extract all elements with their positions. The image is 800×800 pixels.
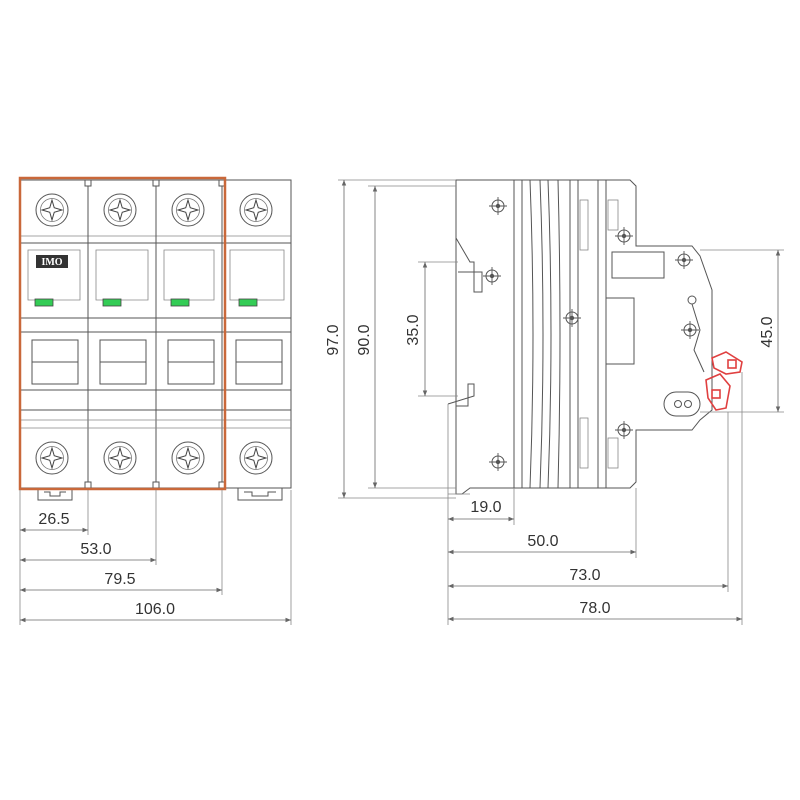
din-clip-left (37, 488, 73, 501)
dim-45-0: 45.0 (759, 316, 776, 347)
terminal-screw-bottom-1 (35, 441, 69, 475)
dim-97-0: 97.0 (325, 324, 342, 355)
side-screw-2 (483, 267, 501, 285)
highlight-frame (18, 176, 227, 491)
terminal-screw-bottom-4 (239, 441, 273, 475)
label-windows (27, 249, 285, 301)
side-screw-7 (615, 421, 633, 439)
dim-106-0: 106.0 (135, 601, 175, 618)
side-screw-8 (489, 453, 507, 471)
side-screws (483, 197, 699, 471)
side-screw-3 (563, 309, 581, 327)
dim-35-0: 35.0 (405, 314, 422, 345)
side-screw-5 (675, 251, 693, 269)
toggle-levers (31, 339, 283, 385)
status-indicators (34, 298, 258, 307)
side-dimensions: 97.0 90.0 35.0 45.0 19.0 50.0 73.0 78.0 (325, 179, 784, 625)
terminal-screw-bottom-2 (103, 441, 137, 475)
dim-90-0: 90.0 (356, 324, 373, 355)
side-label-panel-mid (605, 297, 635, 365)
dim-73-0: 73.0 (569, 567, 600, 584)
terminal-screw-bottom-3 (171, 441, 205, 475)
dim-19-0: 19.0 (470, 499, 501, 516)
bottom-notches (84, 481, 226, 489)
side-view (447, 179, 743, 495)
dim-78-0: 78.0 (579, 600, 610, 617)
front-dimensions: 26.5 53.0 79.5 106.0 (19, 490, 292, 625)
terminal-screws (35, 193, 273, 475)
side-ribs (513, 179, 607, 489)
brand-text: IMO (41, 257, 62, 268)
red-lever (705, 351, 743, 411)
side-label-panel-top (611, 251, 665, 279)
side-screw-1 (489, 197, 507, 215)
side-screw-6 (681, 321, 699, 339)
dim-50-0: 50.0 (527, 533, 558, 550)
side-lever (663, 295, 705, 417)
terminal-screw-top-3 (171, 193, 205, 227)
brand-logo: IMO (36, 255, 68, 268)
din-clip-right (237, 488, 283, 501)
terminal-screw-top-4 (239, 193, 273, 227)
dim-79-5: 79.5 (104, 571, 135, 588)
dim-53-0: 53.0 (80, 541, 111, 558)
front-view: IMO (18, 176, 292, 501)
side-screw-4 (615, 227, 633, 245)
terminal-screw-top-2 (103, 193, 137, 227)
top-notches (84, 179, 226, 187)
dim-26-5: 26.5 (38, 511, 69, 528)
terminal-screw-top-1 (35, 193, 69, 227)
